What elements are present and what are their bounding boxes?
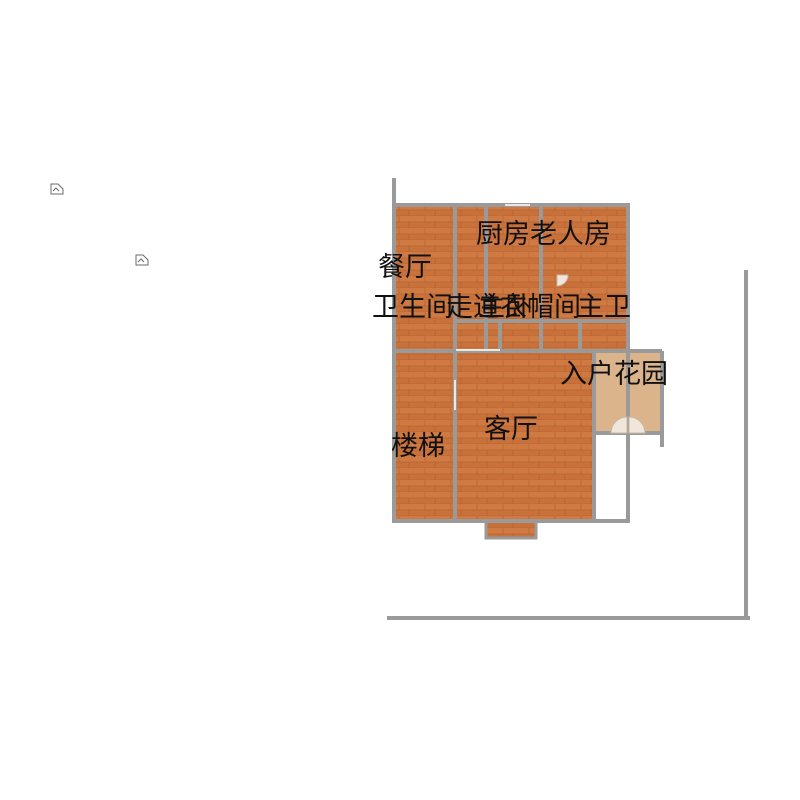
bay-window: [484, 521, 538, 540]
broken-image-icon: [50, 183, 64, 195]
room-label-corridor: 走道: [446, 292, 500, 323]
walls: [392, 203, 664, 523]
room-label-living-room: 客厅: [484, 414, 538, 445]
room-label-master-bedroom: 主卧: [478, 292, 532, 323]
room-label-stairs: 楼梯: [391, 431, 445, 462]
floor-areas: [394, 205, 662, 538]
room-label-dining: 餐厅: [378, 252, 432, 283]
room-label-old-room: 老人房: [530, 219, 611, 250]
room-label-kitchen: 厨房: [476, 219, 530, 250]
room-label-main-bath: 主卫: [577, 292, 631, 323]
broken-image-icon: [135, 254, 149, 266]
doors: [556, 274, 646, 434]
room-label-cloakroom: 衣帽间: [500, 292, 581, 323]
room-label-bathroom: 卫生间: [372, 292, 453, 323]
site-boundary: [387, 178, 750, 620]
room-label-entry-garden: 入户花园: [560, 359, 668, 390]
windows: [454, 204, 530, 410]
